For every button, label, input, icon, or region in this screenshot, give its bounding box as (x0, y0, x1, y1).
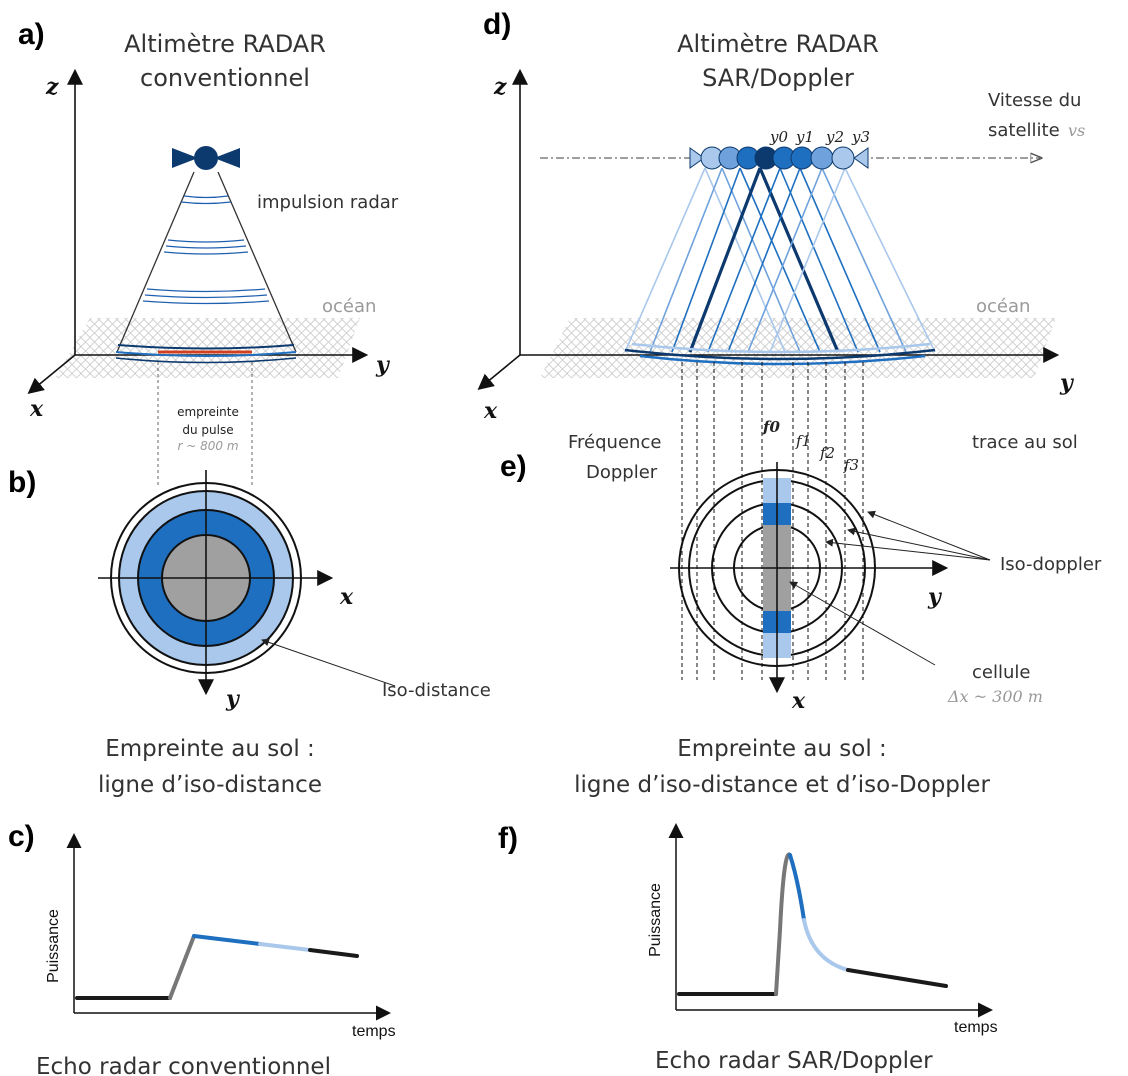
axis-z-label-left: z (45, 74, 59, 100)
iso-distance-pointer (261, 638, 396, 687)
radar-cone (115, 171, 297, 364)
ocean-label-right: océan (976, 296, 1030, 317)
axis-z-label-right: z (493, 74, 507, 100)
cellule-size: Δx ~ 300 m (947, 687, 1043, 706)
iso-doppler-pointers (825, 510, 991, 561)
frequency-f2: f2 (819, 444, 835, 462)
axis-x-label-right: x (483, 398, 498, 424)
panel-f: f) Puissance temps Echo radar SAR/Dopple… (498, 822, 998, 1074)
axis-x-label-e: x (791, 688, 806, 714)
cellule-pointer (789, 581, 936, 666)
frequency-f1: f1 (795, 432, 811, 450)
panel-label-f: f) (498, 822, 518, 855)
x-axis-left (27, 354, 76, 395)
empreinte-label-line1: empreinte (177, 405, 239, 419)
panel-label-c: c) (8, 820, 35, 853)
impulsion-label: impulsion radar (257, 192, 399, 213)
frequency-f3: f3 (843, 456, 859, 474)
axis-x-label-b: x (339, 584, 354, 610)
panel-a: a) Altimètre RADAR conventionnel océan z… (18, 18, 399, 422)
plot-f-xlabel: temps (954, 1019, 998, 1036)
title-conventional-line2: conventionnel (140, 64, 310, 92)
caption-c: Echo radar conventionnel (36, 1054, 331, 1076)
satellite-icon (172, 146, 240, 170)
caption-e-line1: Empreinte au sol : (677, 736, 887, 762)
plot-c-xlabel: temps (352, 1023, 396, 1040)
vitesse-symbol: vs (1068, 121, 1085, 140)
vitesse-label-line1: Vitesse du (988, 90, 1081, 111)
panel-b: b) empreinte du pulse r ~ 800 m x y Iso-… (8, 362, 491, 798)
panel-e: e) Fréquence Doppler f0 f1 f2 f3 (500, 362, 1102, 798)
title-sar-line1: Altimètre RADAR (677, 30, 879, 58)
title-sar-line2: SAR/Doppler (702, 64, 854, 92)
caption-f: Echo radar SAR/Doppler (655, 1048, 933, 1074)
iso-doppler-label: Iso-doppler (1000, 554, 1102, 575)
panel-label-d: d) (483, 8, 511, 41)
panel-c: c) Puissance temps Echo radar convention… (8, 820, 396, 1076)
position-y3: y3 (851, 128, 870, 146)
frequency-f0: f0 (762, 418, 780, 436)
position-y1: y1 (795, 128, 814, 146)
title-conventional-line1: Altimètre RADAR (124, 30, 326, 58)
cellule-label: cellule (972, 662, 1030, 683)
empreinte-radius: r ~ 800 m (177, 439, 238, 453)
axis-y-label-right: y (1059, 370, 1075, 396)
axis-y-label-left: y (375, 352, 391, 378)
ocean-label-left: océan (322, 296, 376, 317)
panel-label-a: a) (18, 18, 45, 51)
caption-e-line2: ligne d’iso-distance et d’iso-Doppler (574, 772, 990, 798)
panel-d: d) Altimètre RADAR SAR/Doppler océan z y… (477, 8, 1085, 453)
vitesse-label-line2: satellite (988, 120, 1060, 141)
satellite-train-icon (689, 146, 869, 170)
plot-c-ylabel: Puissance (45, 909, 62, 983)
axis-y-label-e: y (927, 584, 943, 610)
panel-label-e: e) (500, 450, 527, 483)
frequence-label-line2: Doppler (586, 462, 658, 483)
trace-label: trace au sol (972, 432, 1078, 453)
echo-curve-conventional (75, 934, 359, 1000)
x-axis-right (477, 354, 521, 391)
position-y2: y2 (825, 128, 844, 146)
position-y0: y0 (769, 128, 788, 146)
frequence-label-line1: Fréquence (568, 432, 661, 453)
iso-distance-label: Iso-distance (382, 680, 491, 701)
caption-b-line2: ligne d’iso-distance (98, 772, 322, 798)
plot-f-ylabel: Puissance (647, 883, 664, 957)
doppler-projection-lines (681, 362, 864, 680)
axis-x-label-left: x (29, 396, 44, 422)
axis-y-label-b: y (225, 686, 241, 712)
sar-cones (624, 167, 936, 366)
empreinte-label-line2: du pulse (182, 423, 233, 437)
echo-curve-sar (677, 852, 948, 996)
panel-label-b: b) (8, 466, 36, 499)
caption-b-line1: Empreinte au sol : (105, 736, 315, 762)
